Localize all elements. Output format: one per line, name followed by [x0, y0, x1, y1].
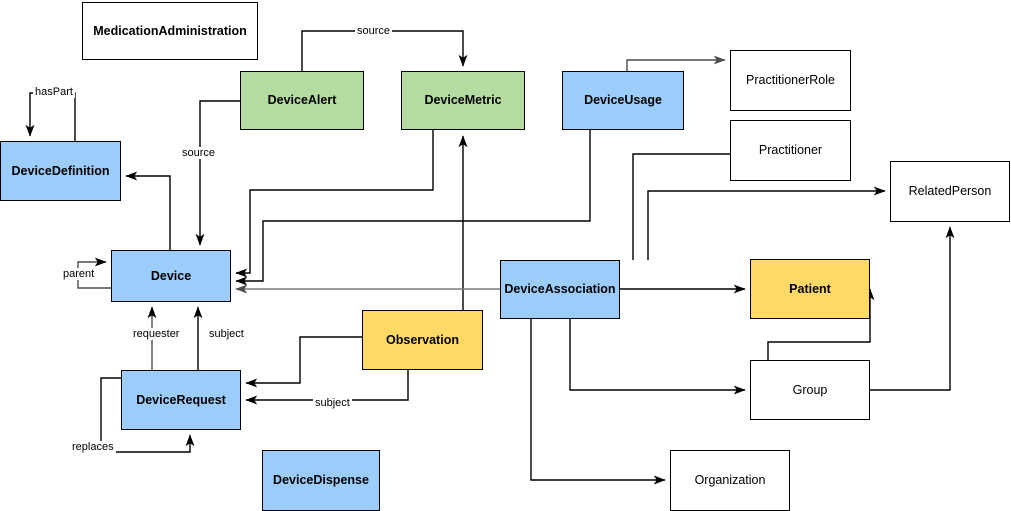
- edge-device-metric-to-device: [235, 130, 434, 278]
- node-label: DeviceRequest: [136, 392, 226, 407]
- node-device[interactable]: Device: [111, 250, 231, 302]
- edge-device-association-to-practitioner: [632, 153, 730, 260]
- node-device-metric[interactable]: DeviceMetric: [401, 71, 525, 130]
- node-patient[interactable]: Patient: [750, 259, 870, 319]
- node-medication-administration[interactable]: MedicationAdministration: [82, 2, 258, 60]
- edge-device-association-to-group: [569, 319, 746, 395]
- edge-device-to-device-definition: [125, 171, 171, 250]
- node-device-request[interactable]: DeviceRequest: [121, 370, 241, 430]
- node-related-person[interactable]: RelatedPerson: [890, 161, 1010, 222]
- edge-device-association-to-organization: [530, 319, 666, 485]
- node-label: DeviceDefinition: [11, 163, 110, 178]
- node-label: DeviceMetric: [424, 93, 502, 108]
- node-label: Practitioner: [758, 143, 823, 158]
- node-label: DeviceUsage: [584, 93, 662, 108]
- edge-label-text: source: [357, 25, 391, 37]
- edge-label-haspart: hasPart: [33, 86, 75, 98]
- node-practitioner[interactable]: Practitioner: [730, 120, 851, 181]
- edge-label-text: replaces: [72, 441, 114, 453]
- node-organization[interactable]: Organization: [670, 450, 790, 511]
- edge-label-requester: requester: [131, 328, 182, 340]
- edge-label-subject-device: subject: [207, 328, 246, 340]
- edge-observation-to-device-request-subject: [245, 370, 409, 405]
- node-device-association[interactable]: DeviceAssociation: [500, 260, 620, 319]
- node-label: Organization: [694, 473, 766, 488]
- edge-label-text: subject: [209, 328, 244, 340]
- node-observation[interactable]: Observation: [362, 310, 483, 370]
- node-label: Group: [792, 382, 828, 397]
- node-device-alert[interactable]: DeviceAlert: [240, 71, 364, 130]
- node-label: DeviceAlert: [267, 93, 337, 108]
- edge-device-association-to-related-person: [647, 186, 886, 260]
- edge-group-to-related-person: [870, 226, 955, 391]
- node-label: PractitionerRole: [746, 73, 835, 88]
- edge-device-alert-to-device-metric: [301, 30, 468, 71]
- node-label: DeviceDispense: [273, 473, 369, 488]
- node-device-definition[interactable]: DeviceDefinition: [0, 141, 121, 201]
- edge-device-definition-haspart: [25, 92, 76, 141]
- node-label: DeviceAssociation: [504, 282, 616, 297]
- edge-label-text: subject: [315, 397, 350, 409]
- node-practitioner-role[interactable]: PractitionerRole: [730, 50, 851, 111]
- edge-device-alert-to-device: [195, 100, 240, 246]
- node-device-usage[interactable]: DeviceUsage: [562, 71, 684, 130]
- node-label: Observation: [386, 332, 459, 347]
- node-label: MedicationAdministration: [93, 23, 247, 38]
- node-group[interactable]: Group: [750, 360, 870, 420]
- node-label: Device: [150, 268, 192, 283]
- edge-label-text: requester: [133, 328, 180, 340]
- node-label: Patient: [789, 281, 831, 296]
- edge-label-subject-request: subject: [313, 397, 352, 409]
- edge-label-parent: parent: [61, 268, 97, 280]
- edge-observation-to-device-request: [245, 336, 362, 388]
- edge-label-text: parent: [63, 268, 95, 280]
- edge-group-to-patient: [767, 288, 875, 360]
- edge-label-replaces: replaces: [70, 441, 116, 453]
- node-label: RelatedPerson: [908, 184, 992, 199]
- edge-label-text: source: [182, 147, 216, 159]
- edge-label-text: hasPart: [35, 86, 73, 98]
- edge-device-usage-to-device: [235, 130, 591, 286]
- edge-label-source-device: source: [180, 147, 218, 159]
- edge-label-source-top: source: [355, 25, 393, 37]
- node-device-dispense[interactable]: DeviceDispense: [262, 450, 380, 511]
